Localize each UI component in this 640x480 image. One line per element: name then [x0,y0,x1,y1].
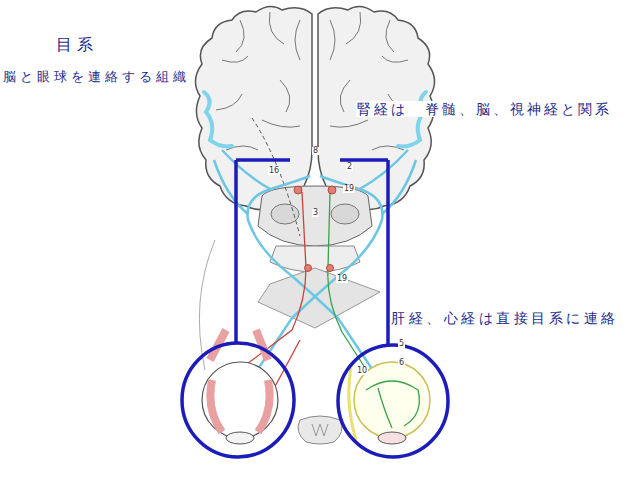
midbrain [258,186,372,246]
callout-number: 19 [336,275,348,283]
dashed-tract [252,118,300,236]
note-text: 腎経は 脊髄、脳、視神経と関系 [356,101,613,117]
callout-number: 5 [398,340,405,348]
note-text: 脳と眼球を連絡する組織 [2,70,191,85]
spinal-grey-matter [312,424,328,436]
callout-number: 2 [346,163,353,171]
nucleus [331,204,359,224]
red-nuclei [294,186,336,272]
green-tract [328,192,378,388]
right-eyeball [349,362,430,444]
note-text: 肝経、心経は直接目系に連絡 [390,310,620,326]
chiasm-region [258,268,380,328]
callout-number: 16 [268,167,280,175]
brain-gyri [216,12,414,150]
callout-number: 10 [356,367,368,375]
callout-number: 8 [312,147,319,155]
optic-pathway [214,150,416,372]
blue-annotation [182,160,448,457]
nucleus [271,204,299,224]
callout-number: 6 [398,359,405,367]
diagram-title: 目系 [55,36,99,54]
callout-number: 19 [343,185,355,193]
spinal-cord [298,416,342,444]
callout-number: 3 [312,209,319,217]
